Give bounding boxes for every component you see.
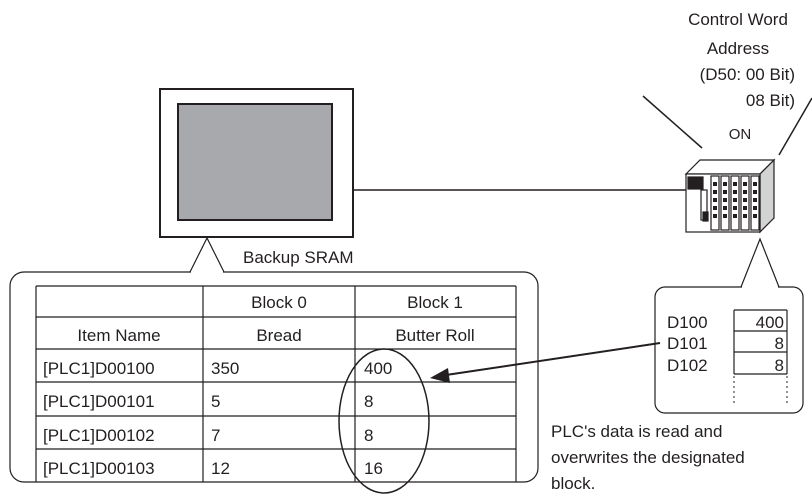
caption-line3: block.: [551, 474, 595, 493]
block1-highlight: [338, 348, 430, 494]
hmi-display: [159, 88, 354, 238]
caption-line2: overwrites the designated: [551, 448, 745, 467]
control-word-line2: Address: [707, 39, 769, 58]
plc-address-d100: D100: [667, 313, 708, 332]
cell-block0-d101: 5: [211, 392, 220, 411]
plc-value-d100: 400: [756, 313, 784, 332]
signal-line-right: [778, 97, 812, 156]
header-block1: Block 1: [407, 293, 463, 312]
control-word-line1: Control Word: [688, 10, 788, 29]
signal-line-left: [642, 95, 703, 149]
caption: PLC's data is read and overwrites the de…: [551, 422, 745, 493]
sram-table: Block 0 Block 1 Item Name Bread Butter R…: [35, 285, 517, 482]
cell-block0-d100: 350: [211, 359, 239, 378]
plc-value-d101: 8: [775, 334, 784, 353]
cell-address-d103: [PLC1]D00103: [43, 459, 155, 478]
cell-address-d101: [PLC1]D00101: [43, 392, 155, 411]
plc-unit: [684, 158, 776, 234]
cell-block1-d100: 400: [364, 359, 392, 378]
cell-block1-d102: 8: [364, 426, 373, 445]
cell-bread: Bread: [256, 326, 301, 345]
cell-block1-d101: 8: [364, 392, 373, 411]
cell-address-d100: [PLC1]D00100: [43, 359, 155, 378]
cell-butter-roll: Butter Roll: [395, 326, 474, 345]
on-state-label: ON: [729, 126, 752, 143]
cell-block0-d103: 12: [211, 459, 230, 478]
control-word-line3: (D50: 00 Bit): [700, 65, 795, 84]
cell-block0-d102: 7: [211, 426, 220, 445]
plc-value-d102: 8: [775, 356, 784, 375]
cell-block1-d103: 16: [364, 459, 383, 478]
cell-address-d102: [PLC1]D00102: [43, 426, 155, 445]
backup-sram-callout: Backup SRAM: [9, 236, 539, 483]
plc-address-d102: D102: [667, 356, 708, 375]
backup-sram-label: Backup SRAM: [243, 248, 354, 267]
caption-line1: PLC's data is read and: [551, 422, 722, 441]
plc-data-callout: D100 400 D101 8 D102 8: [654, 237, 804, 414]
overwrite-arrow: [430, 342, 661, 383]
cell-item-name: Item Name: [77, 326, 160, 345]
control-word-line4: 08 Bit): [746, 91, 795, 110]
plc-address-d101: D101: [667, 334, 708, 353]
control-word-callout: Control Word Address (D50: 00 Bit) 08 Bi…: [642, 10, 812, 156]
header-block0: Block 0: [251, 293, 307, 312]
